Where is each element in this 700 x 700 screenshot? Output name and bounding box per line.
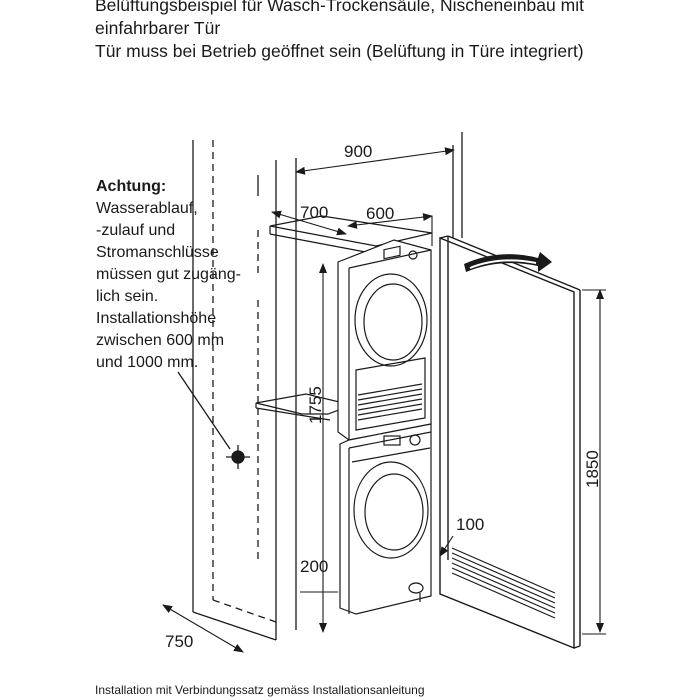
dim-750-label: 750 bbox=[165, 632, 193, 651]
warning-line-7: zwischen 600 mm bbox=[96, 332, 225, 349]
warning-title: Achtung: bbox=[96, 178, 167, 195]
dim-900-label: 900 bbox=[344, 142, 372, 161]
warning-line-3: Stromanschlüsse bbox=[96, 244, 219, 261]
warning-line-8: und 1000 mm. bbox=[96, 354, 199, 371]
washing-machine bbox=[339, 423, 432, 615]
header-line-1: Belüftungsbeispiel für Wasch-Trockensäul… bbox=[95, 0, 584, 15]
footer-note: Installation mit Verbindungssatz gemäss … bbox=[95, 683, 425, 697]
dim-200-label: 200 bbox=[300, 557, 328, 576]
warning-line-4: müssen gut zugäng- bbox=[96, 266, 241, 283]
warning-line-2: -zulauf und bbox=[96, 222, 176, 239]
connection-point-icon bbox=[177, 371, 250, 469]
dim-1755-label: 1755 bbox=[306, 386, 325, 424]
header-line-3: Tür muss bei Betrieb geöffnet sein (Belü… bbox=[95, 41, 584, 61]
left-niche-wall bbox=[192, 140, 277, 641]
warning-line-6: Installationshöhe bbox=[96, 310, 217, 327]
dryer bbox=[337, 239, 432, 441]
warning-note: Achtung: Wasserablauf, -zulauf und Strom… bbox=[96, 176, 241, 374]
rotation-arrow-icon bbox=[464, 252, 552, 272]
dim-700-label: 700 bbox=[300, 203, 328, 222]
door-ventilation-grille bbox=[451, 547, 556, 619]
warning-line-1: Wasserablauf, bbox=[96, 200, 198, 217]
warning-line-5: lich sein. bbox=[96, 288, 159, 305]
sliding-door bbox=[439, 235, 581, 650]
dimension-lines bbox=[162, 147, 606, 653]
header-line-2: einfahrbarer Tür bbox=[95, 18, 221, 38]
dim-1850-label: 1850 bbox=[583, 450, 602, 488]
dim-600-label: 600 bbox=[366, 204, 394, 223]
dim-100-label: 100 bbox=[456, 515, 484, 534]
